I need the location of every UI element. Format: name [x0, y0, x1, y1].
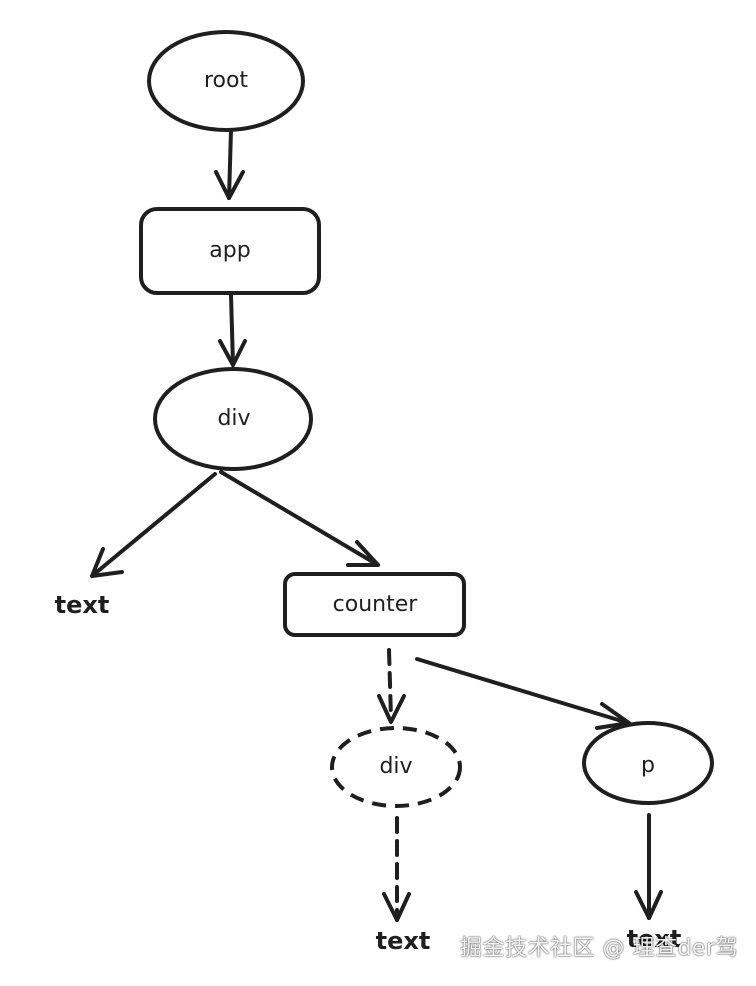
p-node	[582, 721, 714, 805]
dashed-div-node	[330, 726, 462, 808]
p-node-label: p	[641, 753, 655, 778]
text-bottom-right-label: text	[627, 925, 682, 953]
edge-app-div	[229, 293, 235, 367]
edge-div-counter	[219, 470, 380, 567]
edge-app-div-head	[218, 339, 247, 367]
counter-node	[283, 572, 466, 637]
edge-root-app	[227, 128, 233, 200]
edge-div-text-left	[90, 472, 217, 578]
edge-counter-div-dashed	[387, 648, 393, 720]
root-node-label: root	[204, 68, 248, 93]
text-bottom-left-label: text	[376, 927, 431, 955]
root-node	[147, 30, 305, 132]
edge-div-dashed-text-head	[382, 892, 411, 922]
edge-p-text-head	[634, 890, 663, 920]
edge-div-counter-head	[346, 540, 380, 567]
text-left-label: text	[55, 591, 110, 619]
counter-node-label: counter	[333, 592, 419, 617]
edge-div-text-left-head	[90, 547, 124, 578]
app-node	[139, 207, 321, 295]
edge-counter-p	[415, 657, 627, 724]
edge-root-app-head	[214, 170, 245, 200]
edge-counter-div-dashed-head	[377, 694, 406, 724]
div-node-label: div	[217, 406, 250, 431]
watermark-text: 掘金技术社区 @ 理查der驾	[459, 936, 738, 961]
div-node	[153, 367, 313, 471]
dashed-div-node-label: div	[379, 754, 412, 779]
app-node-label: app	[209, 238, 250, 263]
